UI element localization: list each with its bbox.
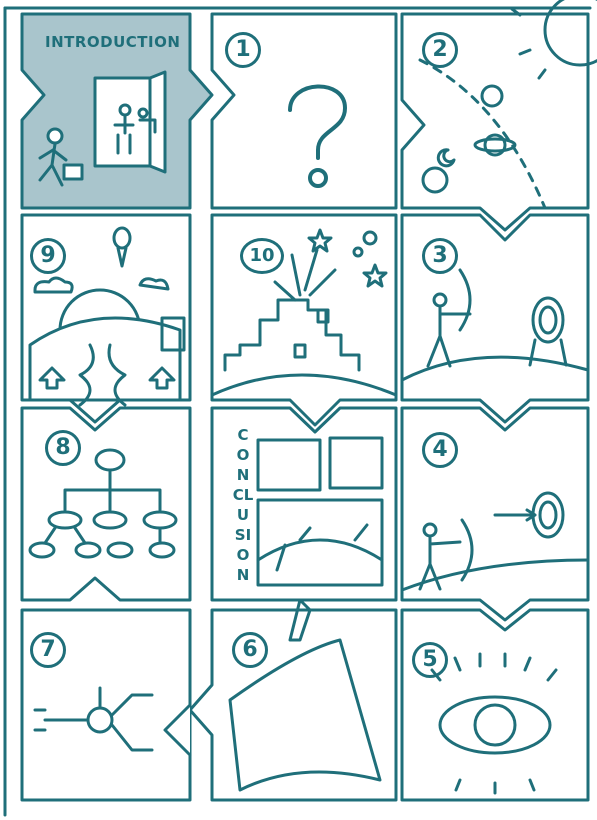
step-number-10: 10 — [240, 238, 284, 274]
step-number-4: 4 — [422, 432, 458, 468]
step-number-1: 1 — [225, 32, 261, 68]
step-number-3: 3 — [422, 238, 458, 274]
step-number-6: 6 — [232, 632, 268, 668]
tile-10 — [212, 215, 396, 425]
introduction-title: INTRODUCTION — [45, 33, 180, 51]
step-number-8: 8 — [45, 430, 81, 466]
conclusion-label: CONCLUSION — [232, 425, 254, 585]
step-number-2: 2 — [422, 32, 458, 68]
step-number-5: 5 — [412, 642, 448, 678]
step-number-9: 9 — [30, 238, 66, 274]
step-number-7: 7 — [30, 632, 66, 668]
